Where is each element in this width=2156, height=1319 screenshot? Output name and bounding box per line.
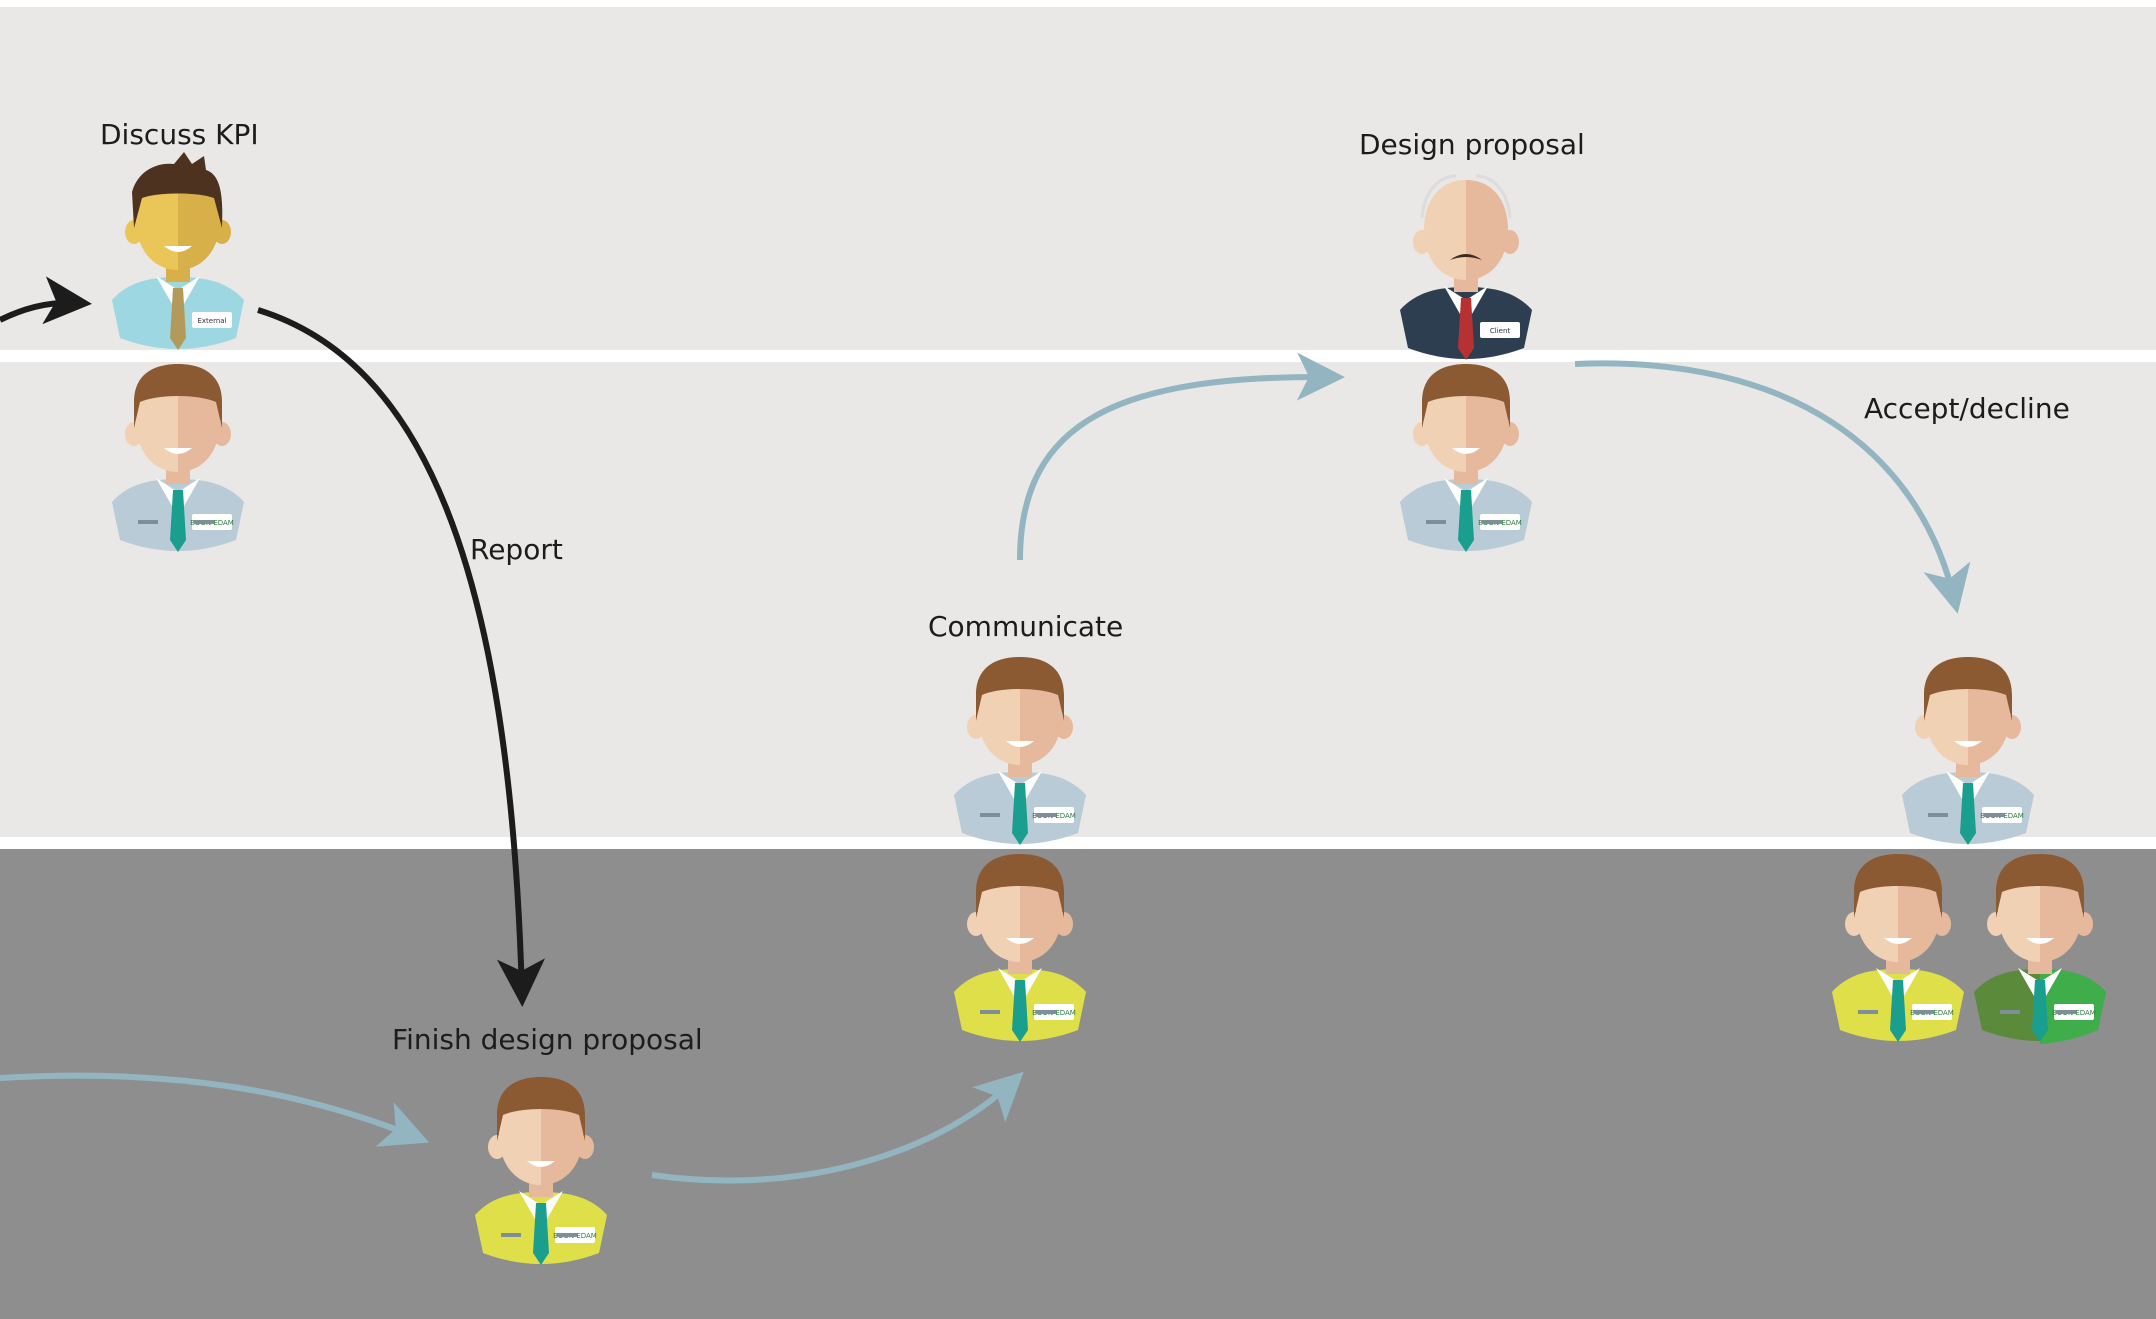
step-label-accept-decline: Accept/decline: [1864, 392, 2070, 425]
arrow-icon: [0, 276, 92, 325]
step-label-design-proposal: Design proposal: [1359, 128, 1585, 161]
person-icon: BOON EDAM: [1832, 854, 1964, 1042]
step-label-communicate: Communicate: [928, 610, 1124, 643]
person-icon-external: External: [112, 152, 244, 350]
person-icon: BOON EDAM: [1902, 657, 2034, 845]
swimlane-middle: [0, 362, 2156, 837]
communicate-to-design-arrow: [1017, 352, 1345, 561]
finish-to-communicate-arrow: [651, 1071, 1024, 1184]
person-icon: BOON EDAM: [475, 1077, 607, 1265]
svg-text:Client: Client: [1490, 327, 1511, 335]
person-icon-client: Client: [1400, 174, 1532, 360]
person-icon: BOON EDAM: [954, 854, 1086, 1042]
svg-text:External: External: [197, 317, 226, 325]
step-label-finish-design-proposal: Finish design proposal: [392, 1023, 703, 1056]
person-icon: BOON EDAM: [1400, 364, 1532, 552]
step-label-report: Report: [470, 533, 563, 566]
report-arrow: [257, 307, 545, 1007]
person-icon: BOON EDAM: [954, 657, 1086, 845]
person-icon: BOON EDAM: [1974, 854, 2106, 1044]
accept-decline-arrow: [1574, 360, 1971, 614]
input-arrow: [0, 1072, 430, 1147]
swimlane-top: [0, 7, 2156, 350]
person-icon: BOON EDAM: [112, 364, 244, 552]
step-label-discuss-kpi: Discuss KPI: [100, 118, 259, 151]
swimlane-bottom: [0, 849, 2156, 1319]
